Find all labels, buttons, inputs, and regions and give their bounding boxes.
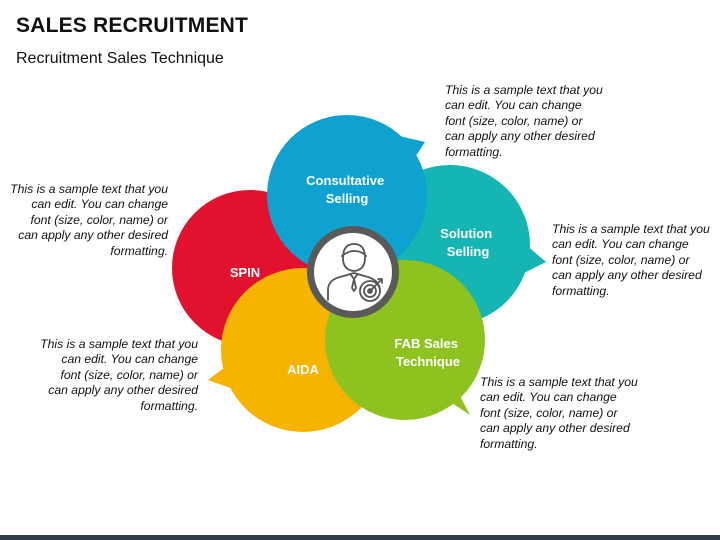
bubble-aida-label: AIDA [287, 362, 319, 377]
bubble-solution-label-line-2: Selling [447, 244, 490, 259]
page-subtitle: Recruitment Sales Technique [16, 50, 224, 67]
bubble-solution-label: Solution Selling [440, 226, 496, 259]
bubble-spin-label-line: SPIN [230, 265, 260, 280]
bubble-consultative-label-line-1: Consultative [306, 173, 384, 188]
note-bottom-right: This is a sample text that you can edit.… [480, 375, 638, 451]
note-bottom-left: This is a sample text that you can edit.… [40, 337, 198, 413]
bubble-solution-tail [518, 238, 546, 275]
note-right: This is a sample text that you can edit.… [552, 222, 710, 298]
note-left: This is a sample text that you can edit.… [10, 182, 168, 258]
footer-bar [0, 535, 720, 540]
bubble-consultative-label-line-2: Selling [326, 191, 369, 206]
bubble-fab-label-line-1: FAB Sales [394, 336, 458, 351]
bubble-fab-label-line-2: Technique [396, 354, 460, 369]
bubble-spin-label: SPIN [230, 265, 260, 280]
bubble-fab-label: FAB Sales Technique [394, 336, 461, 369]
bubble-consultative-label: Consultative Selling [306, 173, 388, 206]
page-title: SALES RECRUITMENT [16, 14, 249, 37]
bubble-consultative-shape [267, 115, 427, 275]
bubble-consultative[interactable]: Consultative Selling [267, 115, 427, 275]
bubble-aida-label-line: AIDA [287, 362, 319, 377]
bubble-solution-label-line-1: Solution [440, 226, 492, 241]
bubble-fab-tail [440, 373, 470, 415]
bubble-spin-tail [186, 205, 214, 232]
center-hub [307, 226, 399, 318]
bubble-consultative-tail [395, 135, 425, 165]
recruiter-target-icon [327, 243, 383, 302]
bubble-aida-tail [208, 362, 236, 390]
note-top-right: This is a sample text that you can edit.… [445, 83, 603, 159]
